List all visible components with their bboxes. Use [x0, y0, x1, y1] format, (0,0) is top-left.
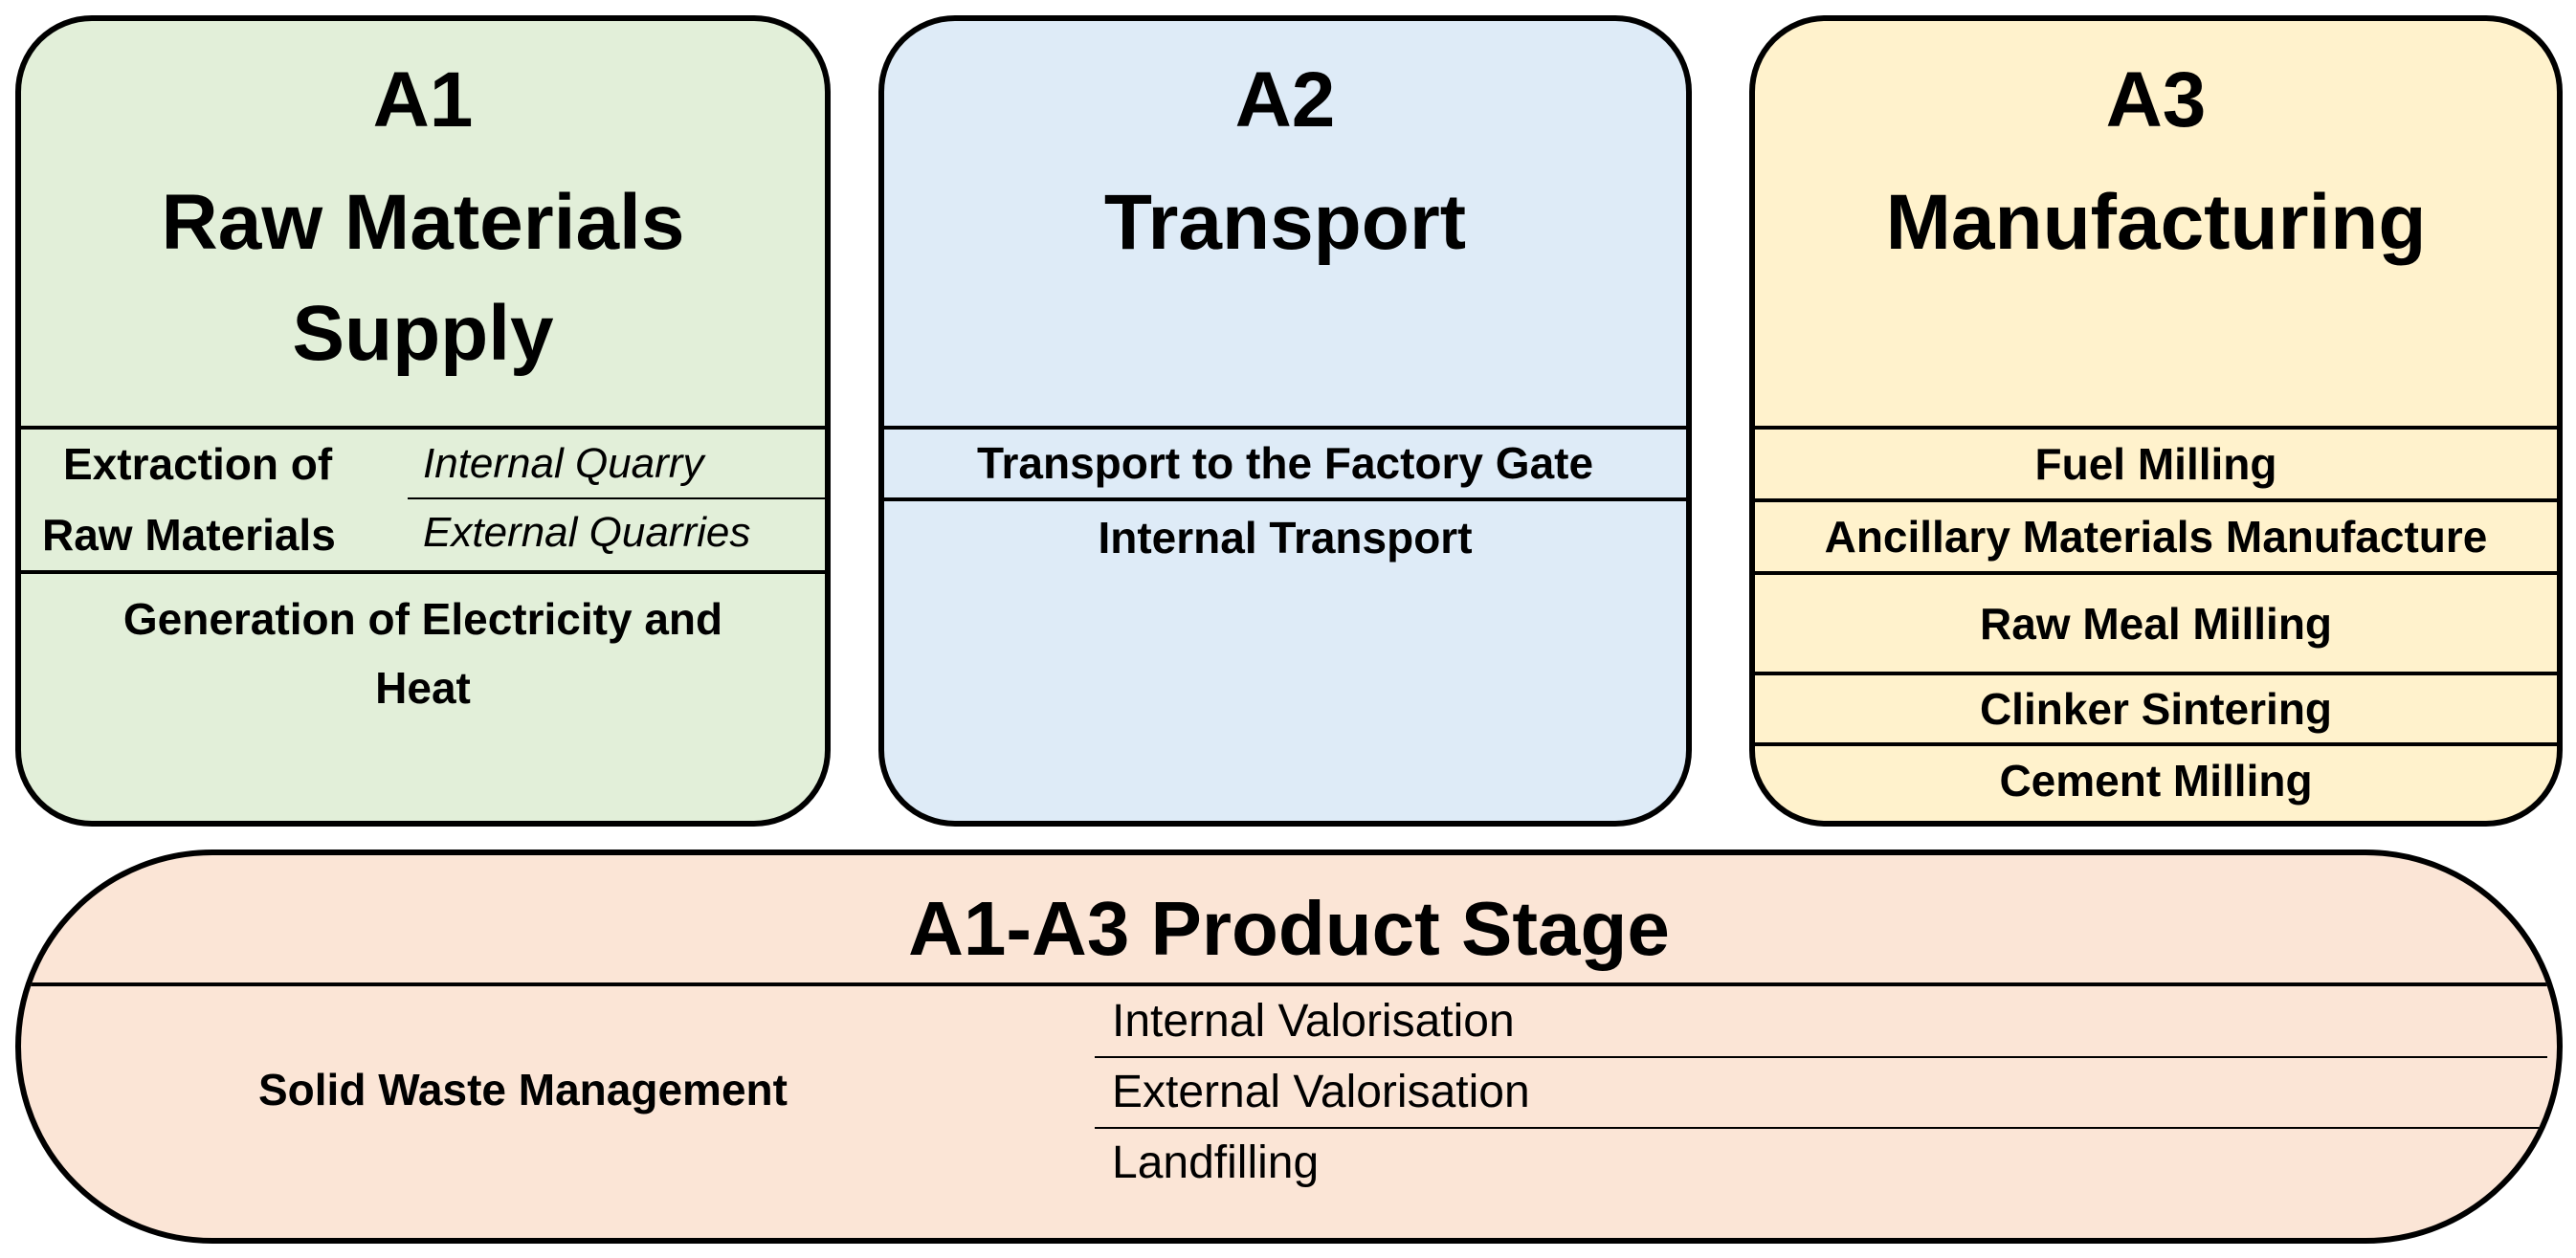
a3-item-fuel-milling: Fuel Milling — [2034, 439, 2277, 489]
a1-generation-line1: Generation of Electricity and — [122, 594, 723, 644]
a3-divider-1 — [1755, 498, 2557, 502]
a1-code: A1 — [372, 56, 474, 143]
option-landfilling: Landfilling — [1112, 1137, 1320, 1188]
a2-divider-header — [884, 426, 1686, 430]
a2-item-transport-to-gate: Transport to the Factory Gate — [976, 438, 1594, 488]
a1-extraction-line1: Extraction of — [63, 439, 333, 489]
a1-internal-quarry: Internal Quarry — [423, 440, 704, 487]
a3-code: A3 — [2105, 56, 2207, 143]
a2-transport-box: A2 Transport Transport to the Factory Ga… — [878, 15, 1692, 827]
option-divider-2 — [1095, 1127, 2547, 1129]
a2-divider-items — [884, 497, 1686, 501]
product-stage-divider-header — [21, 982, 2557, 986]
option-external-valorisation: External Valorisation — [1112, 1067, 1530, 1117]
option-internal-valorisation: Internal Valorisation — [1112, 996, 1515, 1047]
a3-item-raw-meal: Raw Meal Milling — [1979, 598, 2333, 649]
a1-extraction-line2: Raw Materials — [42, 510, 336, 560]
a1-divider-header — [21, 426, 825, 430]
a1-generation-line2: Heat — [375, 663, 471, 713]
a3-manufacturing-box: A3 Manufacturing Fuel Milling Ancillary … — [1749, 15, 2563, 827]
a1-title-line1: Raw Materials — [161, 179, 685, 266]
a3-divider-header — [1755, 426, 2557, 430]
a1-external-quarries: External Quarries — [423, 509, 751, 556]
a3-item-clinker: Clinker Sintering — [1979, 684, 2333, 734]
a1-raw-materials-box: A1 Raw Materials Supply Extraction of Ra… — [15, 15, 831, 827]
a2-code: A2 — [1234, 56, 1336, 143]
product-stage-title: A1-A3 Product Stage — [908, 886, 1670, 971]
a3-title: Manufacturing — [1885, 179, 2427, 266]
a2-title: Transport — [1103, 179, 1467, 266]
a1-quarry-divider — [408, 497, 825, 499]
a3-divider-3 — [1755, 672, 2557, 675]
a1-title-line2: Supply — [292, 290, 554, 377]
a3-divider-2 — [1755, 571, 2557, 575]
a3-item-ancillary: Ancillary Materials Manufacture — [1824, 512, 2488, 562]
a3-item-cement: Cement Milling — [1999, 756, 2313, 806]
a1-divider-generation — [21, 570, 825, 574]
product-stage-box: A1-A3 Product Stage Solid Waste Manageme… — [15, 850, 2563, 1244]
option-divider-1 — [1095, 1056, 2547, 1058]
solid-waste-management-label: Solid Waste Management — [258, 1065, 788, 1115]
a2-item-internal-transport: Internal Transport — [1098, 513, 1473, 563]
a3-divider-4 — [1755, 742, 2557, 746]
